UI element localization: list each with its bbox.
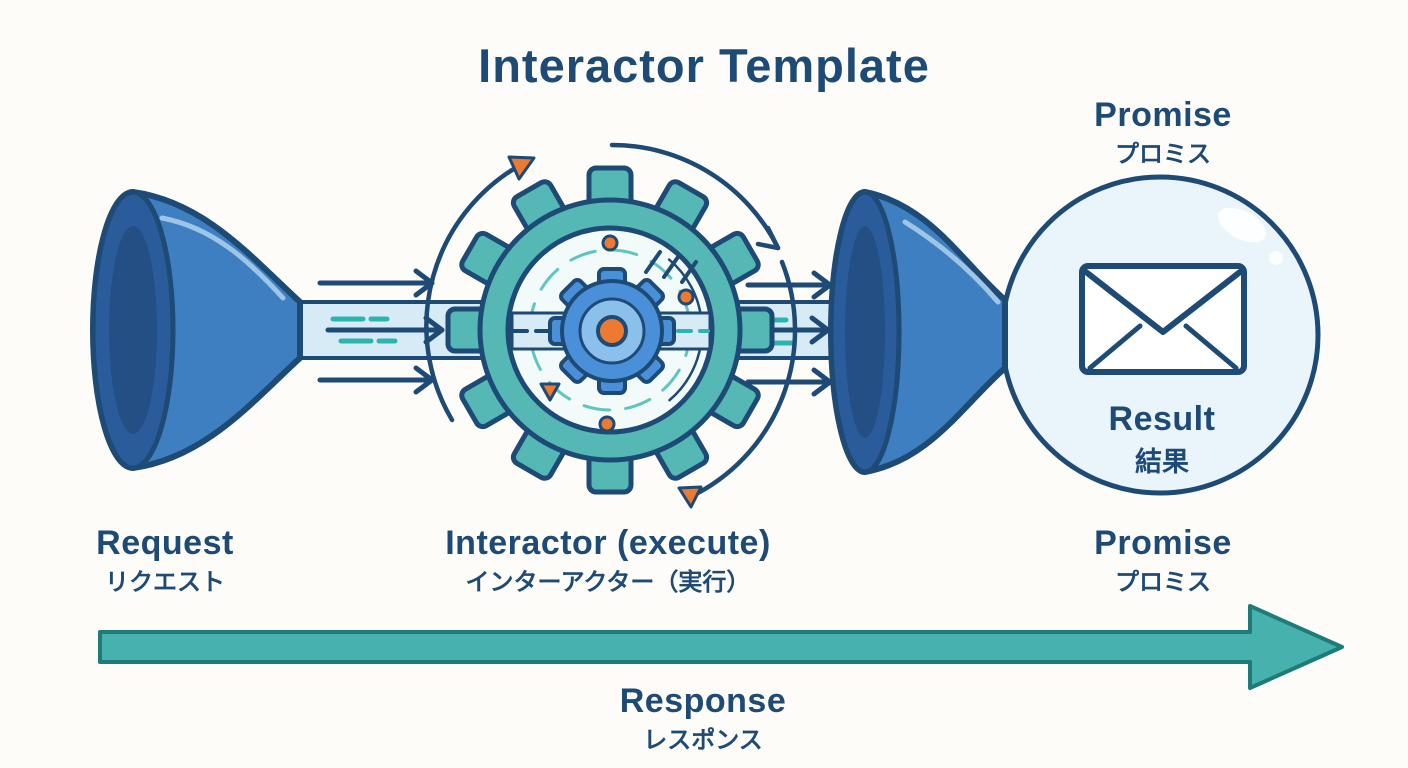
envelope-icon [1079,263,1247,375]
rotation-arrowheads [507,155,703,509]
flow-dashes-left [330,316,398,344]
promise-top-label-ja: プロミス [1115,141,1211,168]
interactor-label-ja: インターアクター（実行） [465,569,751,596]
result-label-ja: 結果 [1135,447,1189,477]
bubble-shine [1218,207,1266,243]
request-label-ja: リクエスト [105,569,225,596]
promise-top-label: Promise [1094,96,1232,134]
gear-hub [596,315,628,347]
promise-bottom-label-ja: プロミス [1115,569,1211,596]
result-label: Result [1108,400,1216,438]
gear-icon [445,165,775,495]
rotation-arrows [424,142,798,509]
response-label: Response [619,682,787,720]
response-label-ja: レスポンス [643,727,763,754]
diagram-title: Interactor Template [478,39,930,92]
response-arrow [98,604,1344,690]
promise-bottom-label: Promise [1094,524,1232,562]
left-funnel-icon [90,189,303,471]
gear-detail-dots [598,234,695,433]
tick-marks [644,250,698,284]
right-funnel-icon [828,189,1008,475]
interactor-label: Interactor (execute) [445,524,771,562]
request-label: Request [96,524,234,562]
inner-gear-icon [548,267,676,395]
